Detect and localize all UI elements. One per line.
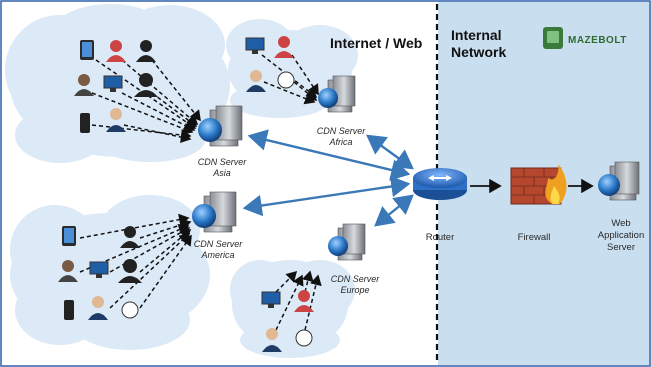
- user-face-icon: [277, 71, 295, 89]
- phone-icon: [80, 113, 90, 133]
- monitor-icon: [261, 291, 281, 308]
- user-headset-icon: [120, 226, 140, 248]
- web-server-label-1: Web: [611, 218, 630, 229]
- phone-icon: [64, 300, 74, 320]
- user-headset-icon: [136, 40, 156, 62]
- firewall-icon: [510, 164, 567, 205]
- cdn-server-africa-icon: [318, 75, 356, 113]
- cdn-africa-label-1: CDN Server: [317, 126, 367, 136]
- user-headset-icon: [118, 259, 142, 283]
- cdn-america-label-2: America: [200, 250, 234, 260]
- america-users: [58, 226, 142, 320]
- user-face-icon: [295, 329, 313, 347]
- web-server-label-3: Server: [607, 242, 635, 253]
- router-icon: [413, 168, 467, 200]
- user-connections: [79, 54, 322, 331]
- monitor-icon: [245, 37, 265, 54]
- firewall-label: Firewall: [518, 232, 551, 243]
- backbone-links: [242, 129, 414, 227]
- cdn-server-asia-icon: [198, 105, 243, 147]
- user-male-icon: [246, 70, 266, 92]
- monitor-icon: [103, 75, 123, 92]
- cdn-server-europe-icon: [328, 223, 366, 261]
- cdn-asia-label-1: CDN Server: [198, 157, 248, 167]
- internal-zone-label-2: Network: [451, 44, 506, 60]
- user-male-icon: [106, 108, 126, 132]
- user-male-icon: [58, 260, 78, 282]
- cloud-america: [10, 195, 210, 350]
- africa-users: [245, 36, 295, 92]
- cdn-europe-label-2: Europe: [340, 285, 369, 295]
- monitor-icon: [89, 261, 109, 278]
- router-label: Router: [426, 232, 455, 243]
- user-headset-icon: [134, 73, 158, 97]
- user-male-icon: [88, 296, 108, 320]
- web-server-label-2: Application: [598, 230, 644, 241]
- mazebolt-logo: MAZEBOLT: [543, 27, 627, 49]
- user-face-icon: [121, 301, 139, 319]
- internal-zone-label-1: Internal: [451, 27, 502, 43]
- user-female-icon: [106, 40, 126, 62]
- cdn-africa-label-2: Africa: [328, 137, 352, 147]
- user-female-icon: [274, 36, 294, 58]
- user-male-icon: [74, 74, 94, 96]
- asia-users: [74, 40, 158, 133]
- europe-users: [261, 290, 314, 352]
- cdn-america-label-1: CDN Server: [194, 239, 244, 249]
- user-male-icon: [262, 328, 282, 352]
- brand-name: MAZEBOLT: [568, 35, 627, 46]
- internet-zone-label: Internet / Web: [330, 35, 422, 51]
- cdn-server-america-icon: [192, 191, 237, 233]
- web-server-icon: [598, 161, 640, 201]
- cdn-europe-label-1: CDN Server: [331, 274, 381, 284]
- cdn-asia-label-2: Asia: [212, 168, 231, 178]
- user-female-icon: [294, 290, 314, 312]
